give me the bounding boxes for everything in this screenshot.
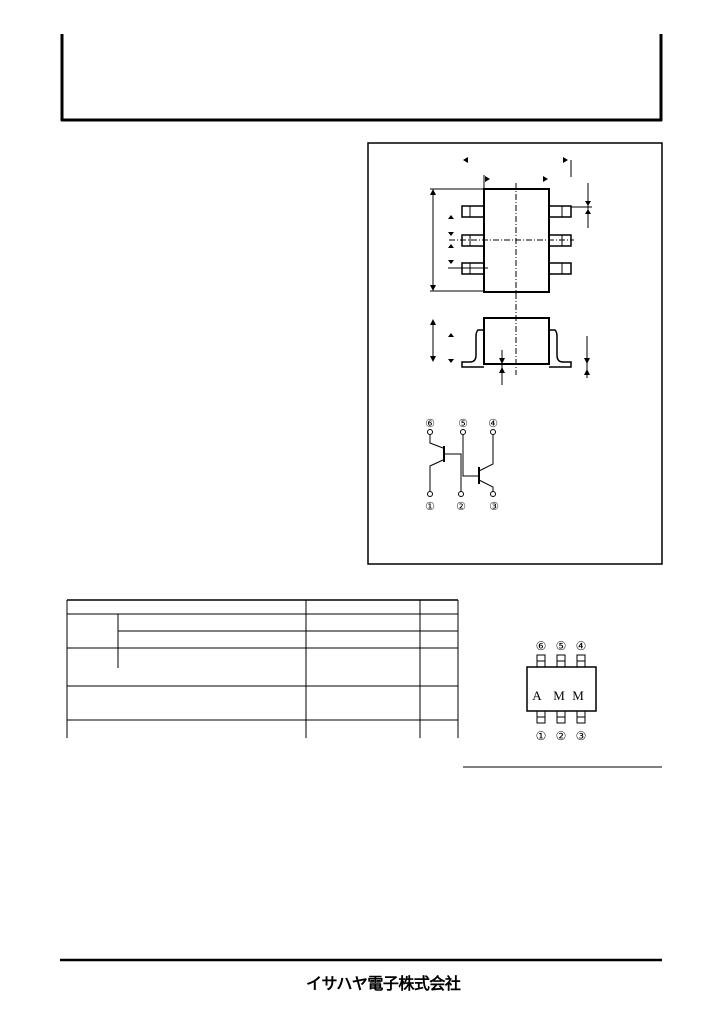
circuit-pin-3: ③	[489, 501, 499, 513]
marking-char-2: M	[553, 688, 565, 703]
circuit-pin-1: ①	[425, 501, 435, 513]
marking-pin-2: ②	[556, 729, 567, 743]
ratings-table	[66, 599, 459, 738]
package-top-view	[430, 160, 592, 375]
marking-char-1: A	[532, 688, 542, 703]
marking-pin-4: ④	[576, 639, 587, 653]
circuit-pin-2: ②	[456, 501, 466, 513]
marking-diagram	[526, 654, 597, 724]
marking-pin-6: ⑥	[536, 639, 547, 653]
marking-pin-3: ③	[576, 729, 587, 743]
header-box	[60, 34, 663, 122]
circuit-pin-5: ⑤	[458, 418, 468, 430]
marking-char-3: M	[572, 688, 584, 703]
circuit-pin-4: ④	[488, 418, 498, 430]
dimension-arrows	[430, 157, 591, 375]
outline-drawing-frame	[367, 142, 663, 565]
circuit-pin-6: ⑥	[425, 418, 435, 430]
marking-pin-5: ⑤	[556, 639, 567, 653]
marking-pin-1: ①	[536, 729, 547, 743]
company-logo-text: イサハヤ電子株式会社	[306, 974, 461, 993]
circuit-pin-labels: ⑥ ⑤ ④ ① ② ③	[425, 418, 499, 513]
internal-circuit-diagram	[427, 429, 496, 497]
package-side-view	[432, 317, 588, 385]
